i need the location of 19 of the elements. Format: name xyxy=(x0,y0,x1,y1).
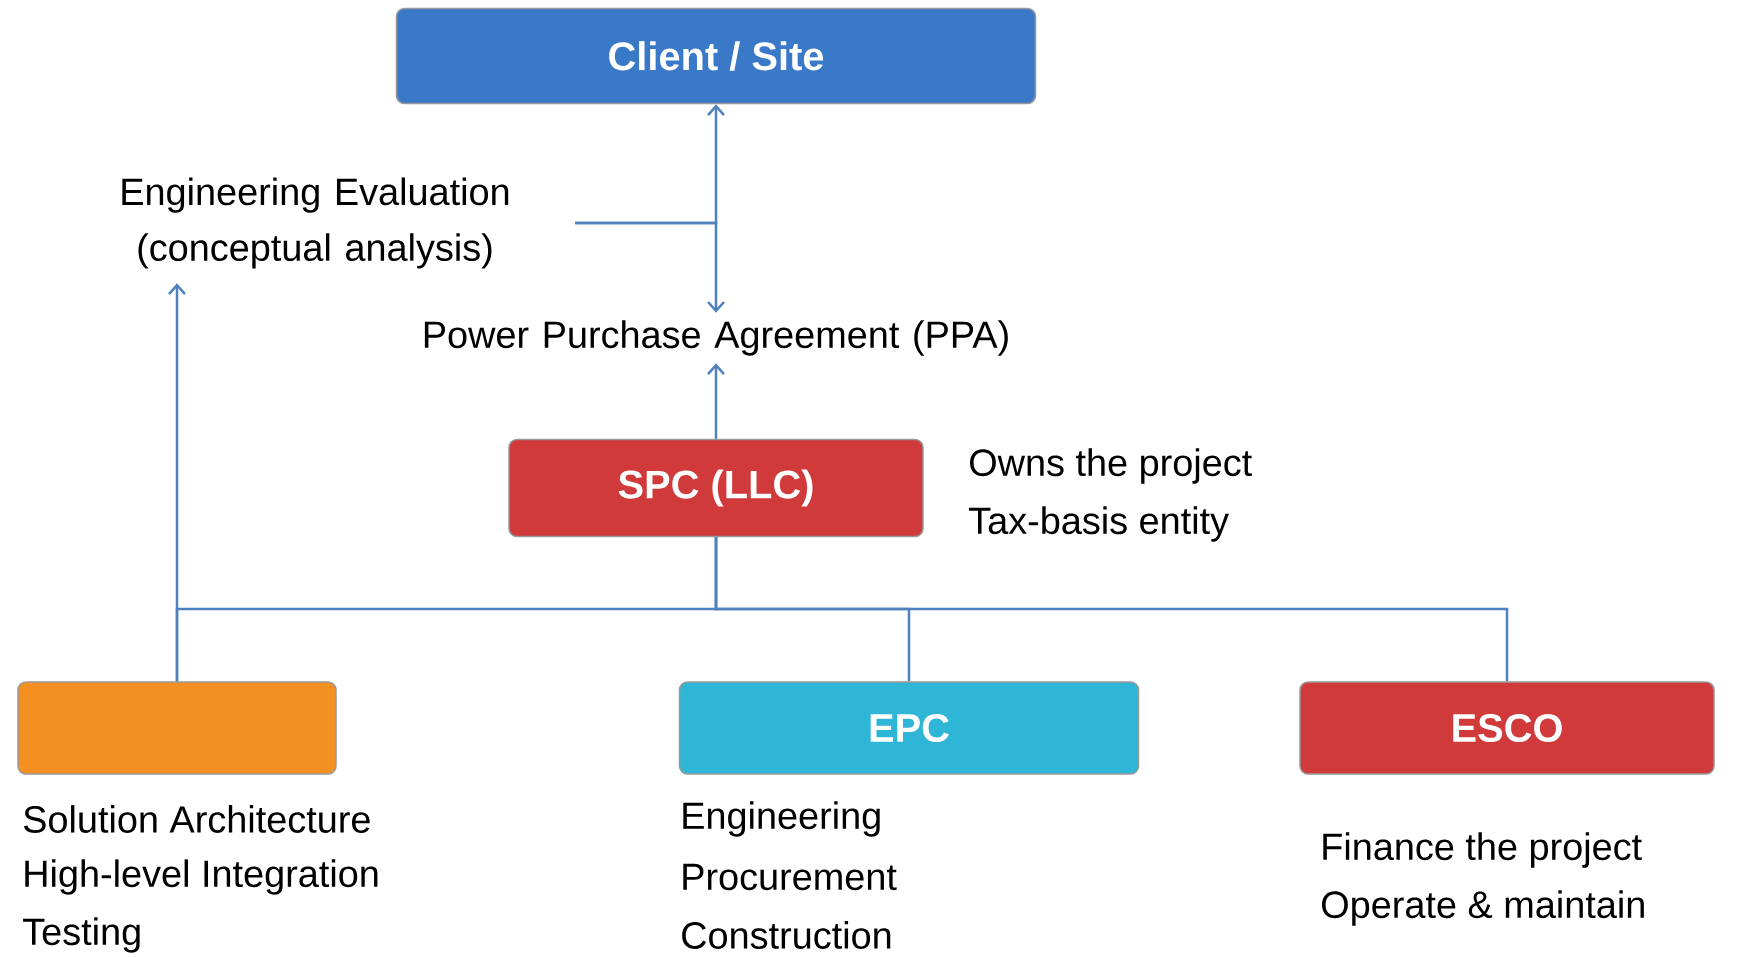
description-text: Owns the project xyxy=(970,448,1252,484)
description-text: High-level Integration xyxy=(25,859,378,895)
process-box: ESCO xyxy=(1299,681,1715,775)
process-box xyxy=(17,681,337,775)
description-text: Tax-basis entity xyxy=(969,506,1229,542)
process-box: Client / Site xyxy=(395,7,1037,105)
description-text: Operate & maintain xyxy=(1322,890,1644,926)
process-box: SPC (LLC) xyxy=(508,438,924,538)
description-text: Finance the project xyxy=(1323,832,1642,868)
description-text: Testing xyxy=(23,917,140,953)
connector-arrow xyxy=(707,363,725,439)
description-text: Solution Architecture xyxy=(23,805,370,833)
description-text: Engineering xyxy=(683,801,880,837)
process-box: EPC xyxy=(678,681,1140,775)
connector-arrow xyxy=(575,221,725,313)
description-text: Construction xyxy=(682,921,891,949)
text-label: Engineering Evaluation (conceptual analysis) xyxy=(122,177,509,269)
text-label: Power Purchase Agreement (PPA) xyxy=(424,320,1008,356)
description-text: Procurement xyxy=(683,863,897,891)
